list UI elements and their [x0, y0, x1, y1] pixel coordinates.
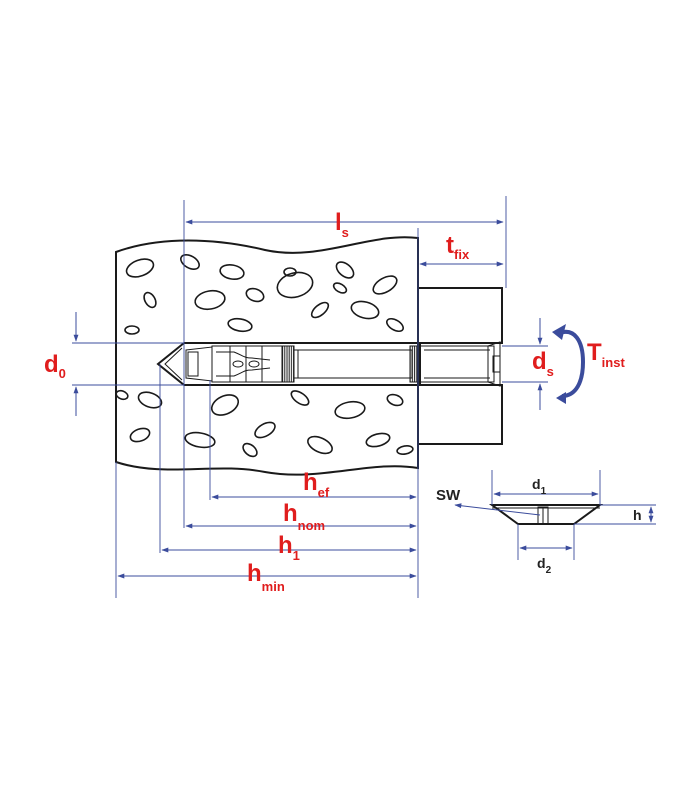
label-h1: h1	[278, 532, 300, 563]
label-d1: d1	[532, 476, 547, 497]
aggregate-stone	[365, 432, 391, 448]
aggregate-stone	[396, 445, 414, 455]
aggregate-stone	[129, 427, 151, 443]
aggregate-stone	[372, 275, 398, 295]
aggregate-stones	[116, 253, 414, 458]
concrete-member	[115, 236, 419, 476]
sw-leader	[454, 503, 541, 516]
label-hnom: hnom	[283, 500, 325, 533]
extension-lines	[72, 196, 548, 598]
aggregate-stone	[350, 300, 380, 320]
aggregate-stone	[227, 317, 253, 333]
anchor-assembly	[156, 341, 501, 387]
label-d0: d0	[44, 351, 66, 381]
aggregate-stone	[283, 267, 297, 277]
aggregate-stone	[125, 258, 155, 278]
aggregate-stone	[386, 393, 404, 407]
screw-head-detail	[454, 470, 656, 560]
label-ls: ls	[335, 209, 349, 240]
label-tfix: tfix	[446, 232, 470, 262]
aggregate-stone	[116, 389, 129, 401]
aggregate-stone	[335, 261, 355, 279]
dimension-lines	[73, 219, 543, 579]
aggregate-stone	[210, 394, 240, 416]
label-h: h	[633, 507, 642, 523]
aggregate-stone	[124, 325, 140, 335]
label-tinst: Tinst	[587, 339, 625, 370]
aggregate-stone	[334, 400, 366, 420]
aggregate-stone	[242, 442, 258, 458]
aggregate-stone	[180, 253, 200, 271]
aggregate-stone	[290, 390, 310, 406]
aggregate-stone	[194, 289, 226, 311]
aggregate-stone	[307, 435, 333, 455]
aggregate-stone	[184, 431, 216, 449]
aggregate-stone	[276, 271, 314, 299]
labels: ls tfix d0 ds Tinst hef hnom h1 hmin SW …	[44, 209, 642, 594]
aggregate-stone	[245, 287, 265, 303]
aggregate-stone	[386, 317, 404, 333]
aggregate-stone	[137, 391, 163, 409]
aggregate-stone	[219, 263, 245, 281]
label-ds: ds	[532, 348, 554, 379]
aggregate-stone	[143, 291, 157, 309]
label-d2: d2	[537, 555, 552, 576]
label-hef: hef	[303, 469, 330, 500]
label-sw: SW	[436, 487, 461, 504]
label-hmin: hmin	[247, 560, 285, 594]
aggregate-stone	[254, 421, 276, 439]
torque-arrow-icon	[552, 324, 586, 404]
fixture-plate	[417, 287, 503, 445]
aggregate-stone	[332, 282, 348, 294]
aggregate-stone	[310, 301, 330, 319]
